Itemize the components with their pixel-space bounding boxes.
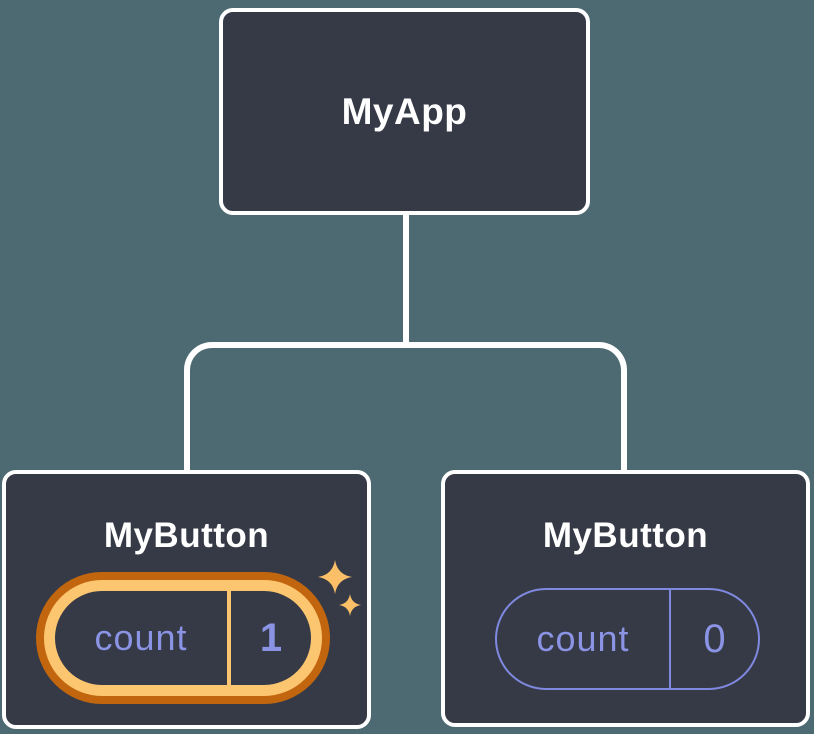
state-pill-highlighted: count 1 xyxy=(36,572,330,704)
sparkle-icon xyxy=(339,594,361,616)
state-pill-divider xyxy=(669,590,671,688)
component-name-label: MyButton xyxy=(103,516,270,555)
component-name-label: MyApp xyxy=(341,90,468,132)
state-value: 1 xyxy=(259,615,283,660)
state-pill-body: count 1 xyxy=(55,591,311,685)
state-pill: count 0 xyxy=(495,588,760,690)
state-value: 0 xyxy=(703,616,726,661)
sparkle-icon xyxy=(318,560,352,594)
component-node-mybutton-2: MyButton count 0 xyxy=(441,470,810,727)
state-key-label: count xyxy=(94,617,188,658)
component-node-myapp: MyApp xyxy=(219,8,590,215)
connector-stem xyxy=(403,212,409,346)
state-key-label: count xyxy=(536,618,630,659)
state-pill-divider xyxy=(227,591,231,685)
component-name-label: MyButton xyxy=(542,516,709,555)
connector-branches xyxy=(184,342,627,470)
component-node-mybutton-1: MyButton count 1 xyxy=(2,470,371,729)
